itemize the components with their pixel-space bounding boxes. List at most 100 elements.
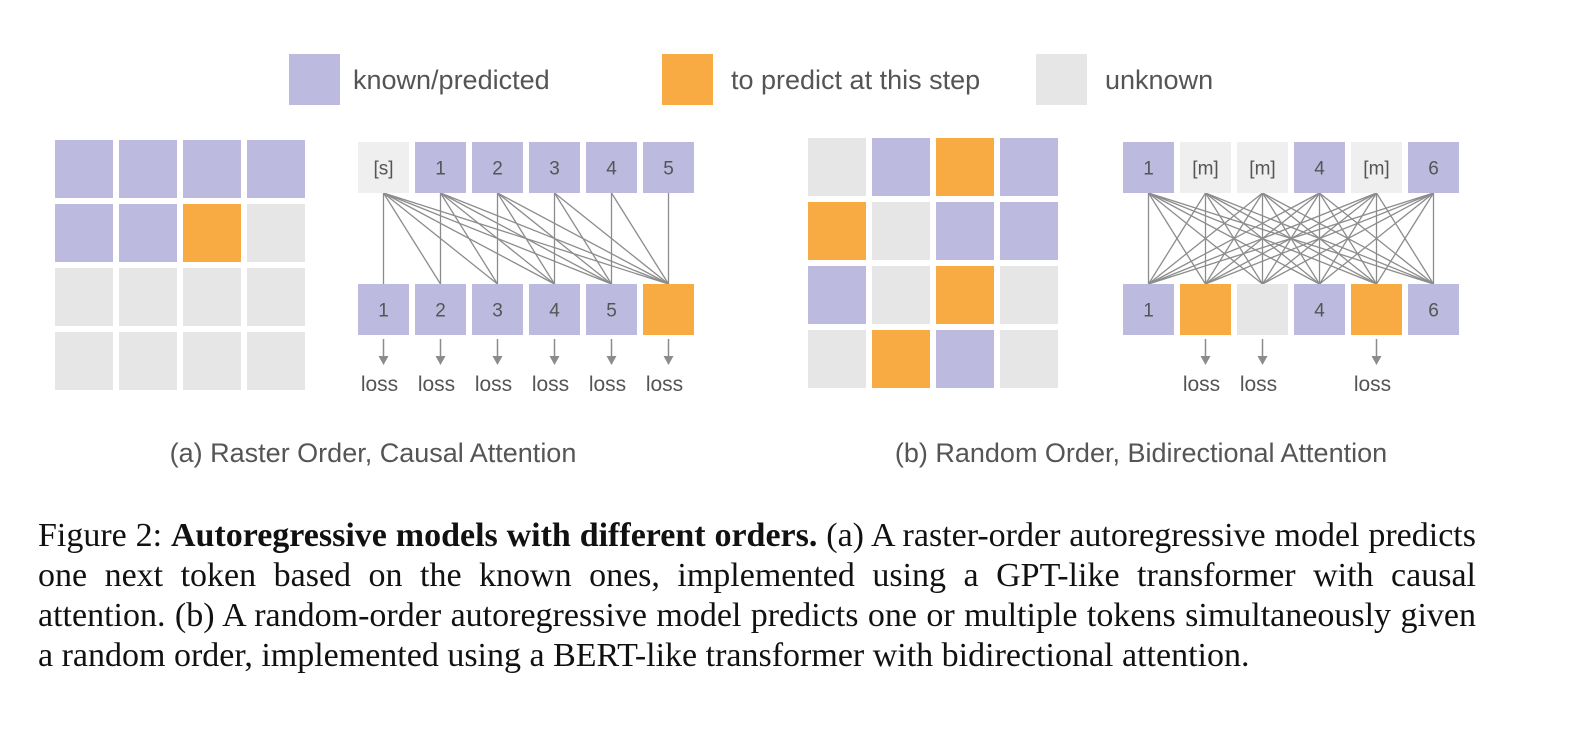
panel-a-input-token	[472, 142, 523, 193]
panel-a-grid-cell	[119, 268, 177, 326]
panel-b-attention-line	[1319, 192, 1434, 285]
panel-a-grid-cell	[247, 204, 305, 262]
panel-a-grid-cell	[183, 268, 241, 326]
panel-b-input-token	[1294, 142, 1345, 193]
panel-b-grid-cell	[872, 330, 930, 388]
panel-b-grid-cell	[936, 330, 994, 388]
panel-b-loss-arrowhead	[1257, 356, 1268, 365]
legend: known/predicted to predict at this step …	[289, 54, 1213, 105]
panel-a-input-token	[529, 142, 580, 193]
panel-a-loss-label: loss	[589, 373, 626, 396]
panel-a-output-token-label: 1	[378, 301, 389, 322]
panel-a-output-token	[415, 284, 466, 335]
panel-a-attention-line	[382, 192, 442, 285]
panel-a-input-token	[358, 142, 409, 193]
caption-prefix: Figure 2:	[38, 517, 171, 554]
panel-b-output-token	[1237, 284, 1288, 335]
panel-a-grid-cell	[247, 332, 305, 390]
panel-a-output-token	[358, 284, 409, 335]
panel-a-grid-cell	[119, 332, 177, 390]
caption-body: (a) A raster-order autoregressive model …	[38, 517, 1476, 674]
panel-b-grid-cell	[872, 266, 930, 324]
panel-b-output-token	[1180, 284, 1231, 335]
panel-a-input-token-label: 1	[435, 159, 446, 180]
panel-b-attention-line	[1262, 192, 1434, 285]
panel-b-grid-cell	[808, 330, 866, 388]
panel-b-input-token-label: [m]	[1363, 159, 1389, 180]
panel-a-loss-arrowhead	[606, 356, 617, 365]
panel-b-output-token-label: 1	[1143, 301, 1154, 322]
panel-b-attention-line	[1148, 192, 1263, 285]
panel-a-grid-cell	[119, 140, 177, 198]
panel-a-input-token-label: 2	[492, 159, 503, 180]
panel-a-loss-label: loss	[361, 373, 398, 396]
panel-b-grid-cell	[936, 202, 994, 260]
panel-a-grid-cell	[119, 204, 177, 262]
panel-a-input-token-label: 3	[549, 159, 560, 180]
legend-label-known: known/predicted	[353, 65, 550, 95]
panel-a-output-token-label: 4	[549, 301, 560, 322]
panel-b-attention-line	[1147, 192, 1207, 285]
panel-a-grid-cell	[183, 204, 241, 262]
panel-b-input-token-label: 4	[1314, 159, 1325, 180]
panel-a-subtitle: (a) Raster Order, Causal Attention	[170, 438, 577, 468]
panel-a-loss-label: loss	[418, 373, 455, 396]
panel-b-loss-label: loss	[1240, 373, 1277, 396]
panel-b-random-bidirectional: 1 [m] [m] 4 [m] 6 1 loss loss 4 loss 6	[808, 138, 1459, 396]
panel-b-output-token	[1408, 284, 1459, 335]
panel-b-grid-cell	[808, 138, 866, 196]
panel-b-input-token	[1237, 142, 1288, 193]
panel-b-output-token-label: 6	[1428, 301, 1439, 322]
panel-a-attention-line	[553, 192, 613, 285]
legend-swatch-unknown	[1036, 54, 1087, 105]
panel-b-grid-cell	[808, 266, 866, 324]
panel-b-input-token	[1408, 142, 1459, 193]
panel-b-output-token-label: 4	[1314, 301, 1325, 322]
panel-b-output-token	[1294, 284, 1345, 335]
figure-caption: Figure 2: Autoregressive models with dif…	[38, 516, 1476, 676]
panel-b-grid-cell	[1000, 330, 1058, 388]
panel-b-grid-cell	[1000, 138, 1058, 196]
panel-a-output-token	[529, 284, 580, 335]
panel-b-output-token	[1351, 284, 1402, 335]
panel-a-input-token	[643, 142, 694, 193]
panel-a-loss-arrowhead	[435, 356, 446, 365]
panel-b-attention-line	[1205, 192, 1434, 285]
panel-b-grid-cell	[872, 138, 930, 196]
legend-swatch-known	[289, 54, 340, 105]
panel-a-loss-arrowhead	[378, 356, 389, 365]
panel-a-grid-cell	[247, 140, 305, 198]
legend-label-predict: to predict at this step	[731, 65, 980, 95]
panel-b-input-token-label: [m]	[1249, 159, 1275, 180]
panel-a-grid-cell	[183, 332, 241, 390]
panel-b-input-token-label: [m]	[1192, 159, 1218, 180]
panel-a-attention-line	[610, 192, 670, 285]
panel-b-subtitle: (b) Random Order, Bidirectional Attentio…	[895, 438, 1387, 468]
panel-b-input-token-label: 1	[1143, 159, 1154, 180]
panel-a-output-token-label: 3	[492, 301, 503, 322]
panel-a-grid-cell	[55, 332, 113, 390]
panel-a-loss-arrowhead	[492, 356, 503, 365]
panel-b-loss-arrowhead	[1371, 356, 1382, 365]
panel-b-input-token-label: 6	[1428, 159, 1439, 180]
panel-a-loss-arrowhead	[663, 356, 674, 365]
panel-a-input-token	[586, 142, 637, 193]
panel-a-loss-arrowhead	[549, 356, 560, 365]
panel-b-loss-label: loss	[1183, 373, 1220, 396]
panel-a-grid-cell	[55, 268, 113, 326]
panel-b-grid-cell	[872, 202, 930, 260]
panel-b-grid-cell	[1000, 266, 1058, 324]
panel-b-loss-label: loss	[1354, 373, 1391, 396]
panel-b-attention-line	[1375, 192, 1435, 285]
panel-b-input-token	[1351, 142, 1402, 193]
legend-swatch-predict	[662, 54, 713, 105]
panel-b-loss-arrowhead	[1200, 356, 1211, 365]
panel-b-grid-cell	[936, 138, 994, 196]
panel-a-grid-cell	[55, 204, 113, 262]
panel-a-output-token-label: 2	[435, 301, 446, 322]
panel-b-attention-line	[1148, 192, 1377, 285]
panel-a-loss-label: loss	[532, 373, 569, 396]
panel-a-output-token	[472, 284, 523, 335]
panel-a-input-token-label: [s]	[373, 159, 393, 180]
panel-a-grid-cell	[247, 268, 305, 326]
